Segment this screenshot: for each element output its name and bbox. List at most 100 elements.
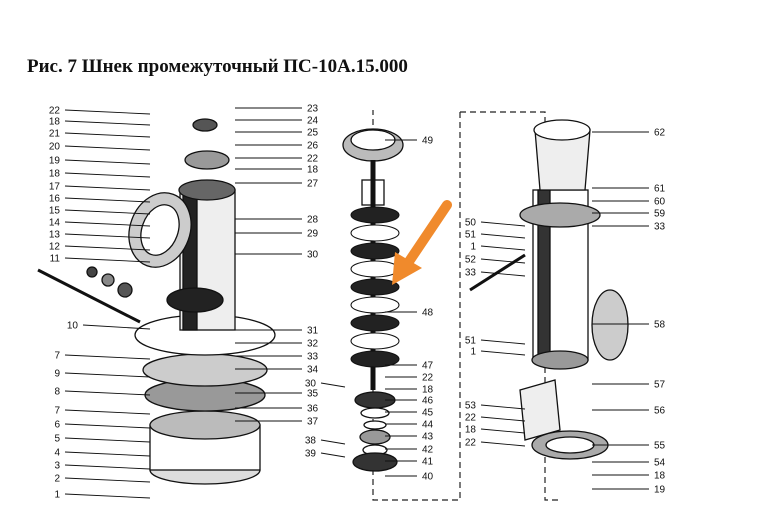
- part-number-label: 18: [307, 165, 319, 176]
- leader-line: [480, 404, 526, 410]
- part-number-label: 7: [54, 406, 60, 417]
- part-number-label: 28: [307, 215, 319, 226]
- part-number-label: 33: [654, 222, 666, 233]
- orange-arrow: [392, 200, 452, 285]
- part-number-label: 20: [49, 142, 61, 153]
- leader-line: [320, 439, 346, 445]
- part-number-label: 6: [54, 420, 60, 431]
- auger-flight: [350, 260, 400, 278]
- part-number-label: 1: [470, 347, 476, 358]
- part-number-label: 36: [307, 404, 319, 415]
- leader-line: [64, 409, 151, 415]
- part-number-label: 49: [422, 136, 434, 147]
- part-number-label: 32: [307, 339, 319, 350]
- part-number-label: 48: [422, 308, 434, 319]
- part-labels: 2218212019181716151413121110798765432123…: [49, 104, 666, 501]
- part-number-label: 18: [422, 385, 434, 396]
- part-number-label: 50: [465, 218, 477, 229]
- part-number-label: 15: [49, 206, 61, 217]
- leader-line: [480, 441, 526, 447]
- part-number-label: 4: [54, 448, 60, 459]
- auger-flight: [350, 314, 400, 332]
- part-number-label: 22: [49, 106, 61, 117]
- part-number-label: 34: [307, 365, 319, 376]
- part-number-label: 22: [307, 154, 319, 165]
- leader-line: [64, 145, 151, 151]
- leader-line: [320, 382, 346, 388]
- leader-line: [64, 185, 151, 191]
- part-number-label: 39: [305, 449, 317, 460]
- part-number-label: 7: [54, 351, 60, 362]
- leader-line: [64, 109, 151, 115]
- leader-line: [64, 197, 151, 203]
- leader-line: [480, 416, 526, 422]
- part-number-label: 26: [307, 141, 319, 152]
- bearing-stack: [352, 391, 398, 472]
- leader-line: [64, 172, 151, 178]
- part-number-label: 51: [465, 336, 477, 347]
- part-number-label: 62: [654, 128, 666, 139]
- leader-line: [320, 452, 346, 458]
- leader-line: [64, 209, 151, 215]
- auger-flight: [350, 350, 400, 368]
- part-number-label: 47: [422, 361, 434, 372]
- part-number-label: 19: [654, 485, 666, 496]
- part-number-label: 42: [422, 445, 434, 456]
- leader-line: [64, 451, 151, 457]
- part-number-label: 30: [307, 250, 319, 261]
- part-number-label: 41: [422, 457, 434, 468]
- part-number-label: 52: [465, 255, 477, 266]
- part-number-label: 18: [654, 471, 666, 482]
- part-number-label: 8: [54, 387, 60, 398]
- part-number-label: 13: [49, 230, 61, 241]
- leader-line: [64, 423, 151, 429]
- figure-title: Рис. 7 Шнек промежуточный ПС-10А.15.000: [27, 56, 408, 77]
- leader-line: [64, 477, 151, 483]
- part-number-label: 1: [54, 490, 60, 501]
- leader-line: [64, 120, 151, 126]
- part-number-label: 24: [307, 116, 319, 127]
- part-number-label: 33: [307, 352, 319, 363]
- part-number-label: 45: [422, 408, 434, 419]
- auger-flights: [350, 206, 400, 368]
- part-number-label: 17: [49, 182, 61, 193]
- part-number-label: 5: [54, 434, 60, 445]
- part-number-label: 19: [49, 156, 61, 167]
- part-number-label: 11: [50, 254, 61, 265]
- part-number-label: 61: [654, 184, 666, 195]
- leader-line: [64, 390, 151, 396]
- part-number-label: 10: [67, 321, 79, 332]
- part-number-label: 27: [307, 179, 319, 190]
- part-number-label: 18: [465, 425, 477, 436]
- part-number-label: 38: [305, 436, 317, 447]
- part-number-label: 18: [49, 169, 61, 180]
- leader-line: [64, 132, 151, 138]
- part-number-label: 2: [54, 474, 60, 485]
- leader-line: [64, 464, 151, 470]
- part-number-label: 33: [465, 268, 477, 279]
- part-number-label: 59: [654, 209, 666, 220]
- part-number-label: 25: [307, 128, 319, 139]
- leader-line: [64, 493, 151, 499]
- part-number-label: 58: [654, 320, 666, 331]
- part-number-label: 57: [654, 380, 666, 391]
- auger-flight: [350, 296, 400, 314]
- part-number-label: 54: [654, 458, 666, 469]
- leader-line: [64, 233, 151, 239]
- leader-line: [82, 324, 151, 330]
- leader-line: [480, 221, 526, 227]
- part-number-label: 51: [465, 230, 477, 241]
- part-number-label: 46: [422, 396, 434, 407]
- leader-line: [64, 257, 151, 263]
- right-assembly: [469, 119, 629, 460]
- part-number-label: 37: [307, 417, 319, 428]
- part-number-label: 3: [54, 461, 60, 472]
- auger: [342, 128, 404, 390]
- part-number-label: 43: [422, 432, 434, 443]
- part-number-label: 60: [654, 197, 666, 208]
- leader-line: [480, 245, 526, 251]
- part-number-label: 16: [49, 194, 61, 205]
- left-assembly: [37, 118, 276, 485]
- leader-line: [480, 233, 526, 239]
